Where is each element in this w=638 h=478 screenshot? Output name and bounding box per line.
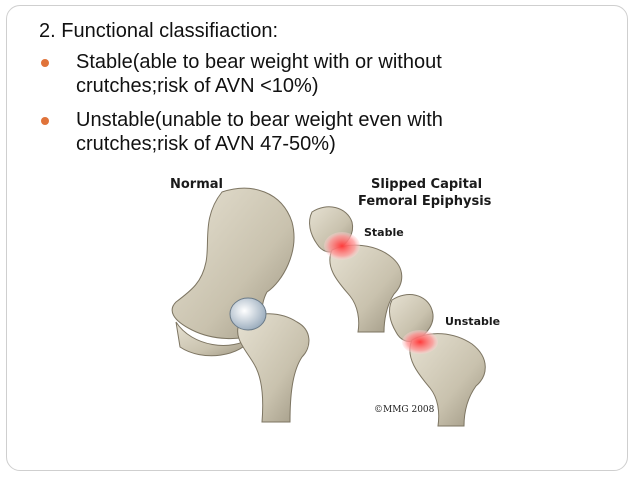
bullet-dot-icon xyxy=(41,59,49,67)
bullet-text: Unstable(unable to bear weight even with… xyxy=(76,109,443,155)
label-title-line2: Femoral Epiphysis xyxy=(358,194,492,209)
unstable-scfe-bone xyxy=(388,294,486,427)
copyright-text: ©MMG 2008 xyxy=(374,405,435,415)
label-title-line1: Slipped Capital xyxy=(371,177,482,192)
bullet-dot-icon xyxy=(41,117,49,125)
bullet-text: Stable(able to bear weight with or witho… xyxy=(76,51,442,97)
bullet-item-stable: Stable(able to bear weight with or witho… xyxy=(39,50,559,98)
bullet-list: Stable(able to bear weight with or witho… xyxy=(39,50,559,156)
slide-content: 2. Functional classifiaction: Stable(abl… xyxy=(39,18,559,166)
label-stable: Stable xyxy=(364,226,404,239)
hip-bones-svg: Normal Slipped Capital Femoral Epiphysis… xyxy=(170,177,500,427)
slide-heading: 2. Functional classifiaction: xyxy=(39,20,279,42)
label-unstable: Unstable xyxy=(445,315,500,328)
hip-illustration: Normal Slipped Capital Femoral Epiphysis… xyxy=(162,172,504,428)
stable-scfe-bone xyxy=(309,206,403,333)
bullet-item-unstable: Unstable(unable to bear weight even with… xyxy=(39,108,559,156)
label-normal: Normal xyxy=(170,177,223,192)
normal-hip-bone xyxy=(171,187,310,423)
